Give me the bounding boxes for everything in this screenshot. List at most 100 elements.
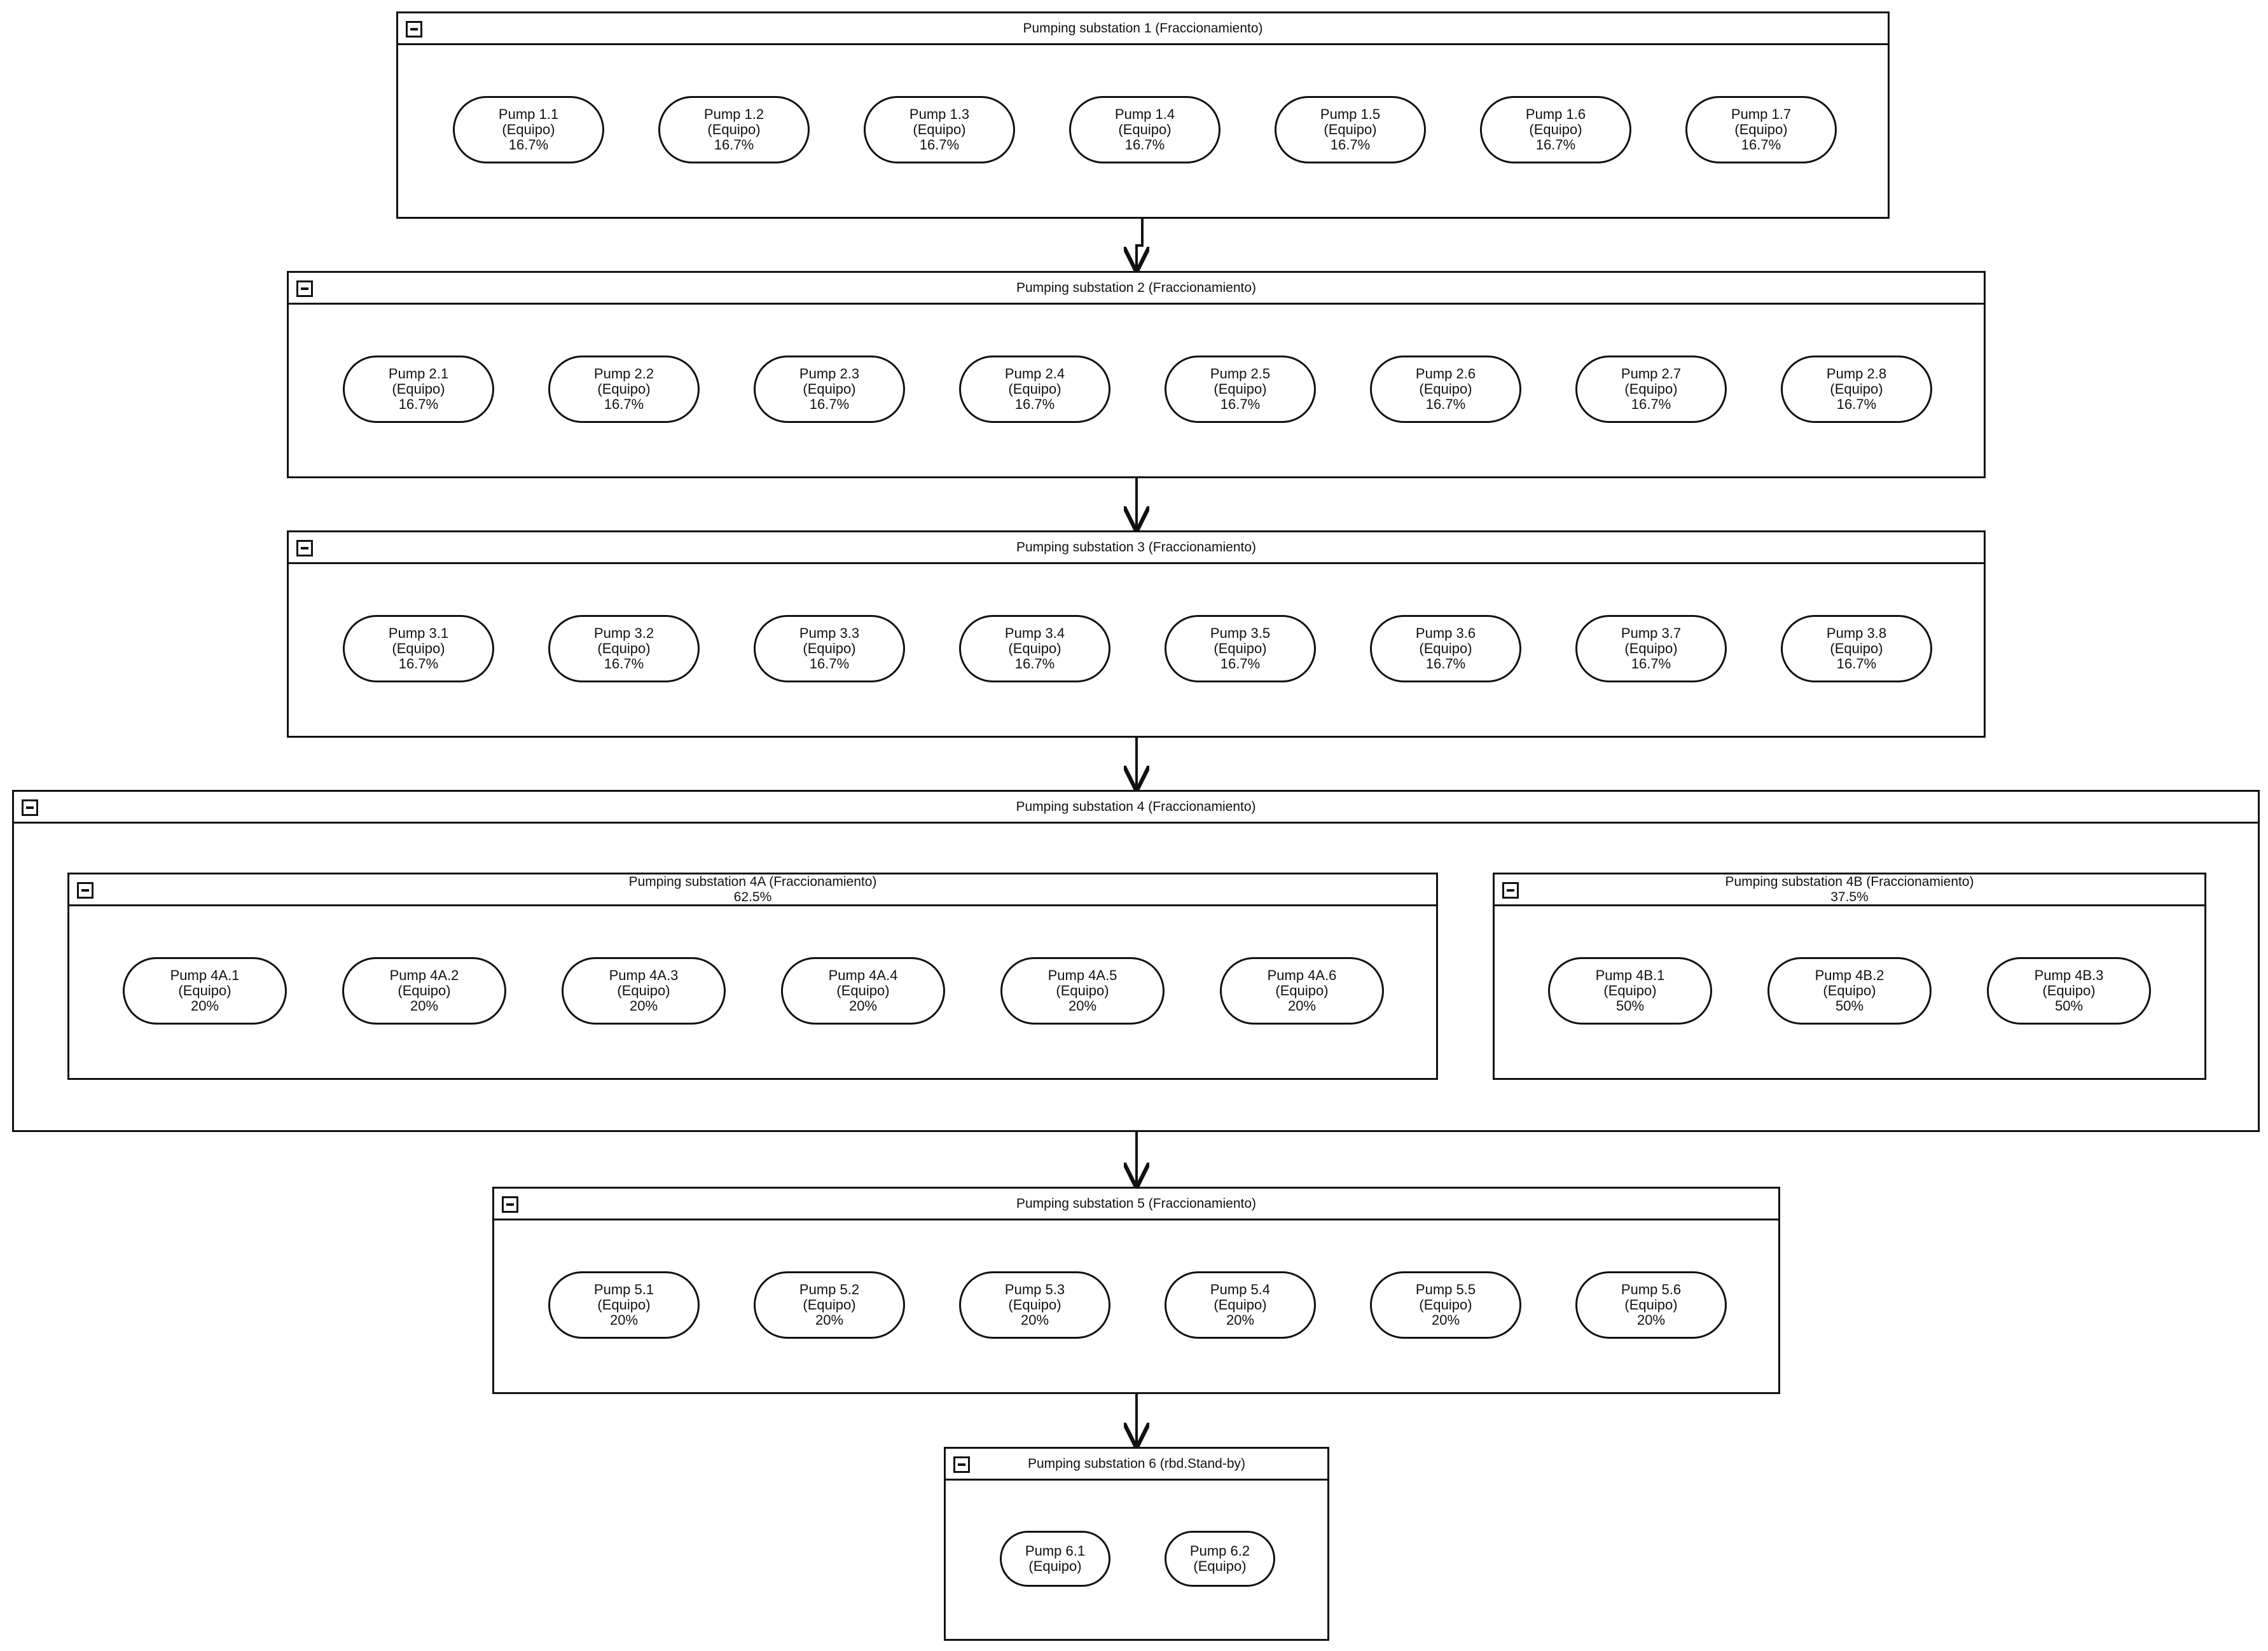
pump-node[interactable]: Pump 2.4 (Equipo) 16.7% xyxy=(959,356,1110,423)
pump-type: (Equipo) xyxy=(1823,983,1876,998)
pump-node[interactable]: Pump 1.6 (Equipo) 16.7% xyxy=(1480,96,1631,163)
pump-name: Pump 6.2 xyxy=(1189,1543,1250,1559)
substation-4-title: Pumping substation 4 (Fraccionamiento) xyxy=(1016,799,1256,814)
pump-share: 16.7% xyxy=(398,396,439,412)
pump-node[interactable]: Pump 2.7 (Equipo) 16.7% xyxy=(1575,356,1727,423)
pump-share: 16.7% xyxy=(1836,656,1877,672)
pump-node[interactable]: Pump 4A.6 (Equipo) 20% xyxy=(1220,957,1384,1025)
pump-name: Pump 1.6 xyxy=(1525,106,1586,122)
collapse-icon[interactable] xyxy=(296,540,313,556)
pump-type: (Equipo) xyxy=(597,1297,651,1313)
pump-name: Pump 4A.4 xyxy=(828,967,898,983)
pump-name: Pump 5.2 xyxy=(799,1281,860,1297)
pump-node[interactable]: Pump 4A.4 (Equipo) 20% xyxy=(781,957,945,1025)
collapse-icon[interactable] xyxy=(77,882,93,899)
substation-5[interactable]: Pumping substation 5 (Fraccionamiento) P… xyxy=(492,1187,1780,1394)
pump-node[interactable]: Pump 3.3 (Equipo) 16.7% xyxy=(754,615,905,682)
pump-type: (Equipo) xyxy=(1324,121,1377,137)
pump-node[interactable]: Pump 5.1 (Equipo) 20% xyxy=(548,1271,700,1339)
pump-node[interactable]: Pump 5.3 (Equipo) 20% xyxy=(959,1271,1110,1339)
pump-type: (Equipo) xyxy=(178,983,232,998)
pump-name: Pump 4A.2 xyxy=(389,967,459,983)
pump-share: 20% xyxy=(848,998,878,1014)
pump-node[interactable]: Pump 3.5 (Equipo) 16.7% xyxy=(1165,615,1316,682)
pump-node[interactable]: Pump 3.1 (Equipo) 16.7% xyxy=(343,615,494,682)
pump-type: (Equipo) xyxy=(1529,121,1582,137)
pump-node[interactable]: Pump 2.5 (Equipo) 16.7% xyxy=(1165,356,1316,423)
pump-share: 16.7% xyxy=(1220,656,1261,672)
substation-6[interactable]: Pumping substation 6 (rbd.Stand-by) Pump… xyxy=(944,1447,1329,1641)
pump-node[interactable]: Pump 2.2 (Equipo) 16.7% xyxy=(548,356,700,423)
substation-4a[interactable]: Pumping substation 4A (Fraccionamiento) … xyxy=(67,873,1438,1080)
pump-type: (Equipo) xyxy=(1419,1297,1472,1313)
collapse-icon[interactable] xyxy=(953,1456,970,1473)
collapse-icon[interactable] xyxy=(296,280,313,297)
collapse-icon[interactable] xyxy=(22,799,38,816)
pump-type: (Equipo) xyxy=(502,121,555,137)
pump-node[interactable]: Pump 1.2 (Equipo) 16.7% xyxy=(658,96,810,163)
pump-node[interactable]: Pump 4A.2 (Equipo) 20% xyxy=(342,957,506,1025)
pump-share: 16.7% xyxy=(398,656,439,672)
pump-share: 16.7% xyxy=(1631,396,1671,412)
pump-name: Pump 1.3 xyxy=(909,106,970,122)
pump-type: (Equipo) xyxy=(1214,1297,1267,1313)
pump-type: (Equipo) xyxy=(1419,381,1472,397)
pump-node[interactable]: Pump 5.4 (Equipo) 20% xyxy=(1165,1271,1316,1339)
pump-node[interactable]: Pump 4A.1 (Equipo) 20% xyxy=(123,957,287,1025)
pump-node[interactable]: Pump 3.8 (Equipo) 16.7% xyxy=(1781,615,1932,682)
pump-share: 16.7% xyxy=(1330,137,1371,153)
pump-node[interactable]: Pump 4B.3 (Equipo) 50% xyxy=(1987,957,2151,1025)
pump-type: (Equipo) xyxy=(1275,983,1329,998)
pump-node[interactable]: Pump 1.1 (Equipo) 16.7% xyxy=(453,96,604,163)
pump-type: (Equipo) xyxy=(913,121,966,137)
pump-node[interactable]: Pump 5.5 (Equipo) 20% xyxy=(1370,1271,1521,1339)
pump-node[interactable]: Pump 5.6 (Equipo) 20% xyxy=(1575,1271,1727,1339)
substation-4b[interactable]: Pumping substation 4B (Fraccionamiento) … xyxy=(1493,873,2206,1080)
substation-4[interactable]: Pumping substation 4 (Fraccionamiento) P… xyxy=(12,790,2260,1132)
pump-type: (Equipo) xyxy=(803,381,856,397)
pump-node[interactable]: Pump 2.1 (Equipo) 16.7% xyxy=(343,356,494,423)
collapse-icon[interactable] xyxy=(502,1196,518,1213)
pump-node[interactable]: Pump 3.4 (Equipo) 16.7% xyxy=(959,615,1110,682)
pump-node[interactable]: Pump 4B.1 (Equipo) 50% xyxy=(1548,957,1712,1025)
pump-share: 16.7% xyxy=(604,396,644,412)
pump-name: Pump 3.3 xyxy=(799,625,860,641)
pump-name: Pump 5.3 xyxy=(1004,1281,1065,1297)
pump-type: (Equipo) xyxy=(1624,381,1678,397)
pump-share: 20% xyxy=(410,998,439,1014)
pump-node[interactable]: Pump 2.6 (Equipo) 16.7% xyxy=(1370,356,1521,423)
pump-type: (Equipo) xyxy=(1214,381,1267,397)
substation-4a-title: Pumping substation 4A (Fraccionamiento) xyxy=(628,874,877,889)
collapse-icon[interactable] xyxy=(406,21,422,38)
substation-2[interactable]: Pumping substation 2 (Fraccionamiento) P… xyxy=(287,271,1986,478)
pump-node[interactable]: Pump 6.1 (Equipo) xyxy=(1000,1531,1110,1587)
pump-type: (Equipo) xyxy=(803,1297,856,1313)
pump-node[interactable]: Pump 3.6 (Equipo) 16.7% xyxy=(1370,615,1521,682)
pump-name: Pump 6.1 xyxy=(1025,1543,1086,1559)
pump-share: 16.7% xyxy=(1741,137,1781,153)
pump-node[interactable]: Pump 2.8 (Equipo) 16.7% xyxy=(1781,356,1932,423)
pump-node[interactable]: Pump 2.3 (Equipo) 16.7% xyxy=(754,356,905,423)
pump-node[interactable]: Pump 1.3 (Equipo) 16.7% xyxy=(864,96,1015,163)
pump-name: Pump 4A.1 xyxy=(170,967,240,983)
collapse-icon[interactable] xyxy=(1502,882,1519,899)
pump-node[interactable]: Pump 3.7 (Equipo) 16.7% xyxy=(1575,615,1727,682)
pump-node[interactable]: Pump 5.2 (Equipo) 20% xyxy=(754,1271,905,1339)
substation-4b-share: 37.5% xyxy=(1830,890,1869,904)
pump-node[interactable]: Pump 4B.2 (Equipo) 50% xyxy=(1767,957,1932,1025)
pump-node[interactable]: Pump 1.5 (Equipo) 16.7% xyxy=(1275,96,1426,163)
pump-node[interactable]: Pump 1.4 (Equipo) 16.7% xyxy=(1069,96,1220,163)
pump-node[interactable]: Pump 1.7 (Equipo) 16.7% xyxy=(1685,96,1837,163)
pump-type: (Equipo) xyxy=(398,983,451,998)
pump-node[interactable]: Pump 4A.5 (Equipo) 20% xyxy=(1000,957,1165,1025)
pump-node[interactable]: Pump 3.2 (Equipo) 16.7% xyxy=(548,615,700,682)
pump-share: 50% xyxy=(1835,998,1864,1014)
pump-name: Pump 3.5 xyxy=(1210,625,1271,641)
pump-share: 16.7% xyxy=(1014,396,1055,412)
pump-node[interactable]: Pump 6.2 (Equipo) xyxy=(1165,1531,1275,1587)
substation-3[interactable]: Pumping substation 3 (Fraccionamiento) P… xyxy=(287,530,1986,738)
pump-name: Pump 3.4 xyxy=(1004,625,1065,641)
substation-1[interactable]: Pumping substation 1 (Fraccionamiento) P… xyxy=(396,11,1890,219)
pump-node[interactable]: Pump 4A.3 (Equipo) 20% xyxy=(562,957,726,1025)
pump-share: 16.7% xyxy=(1631,656,1671,672)
